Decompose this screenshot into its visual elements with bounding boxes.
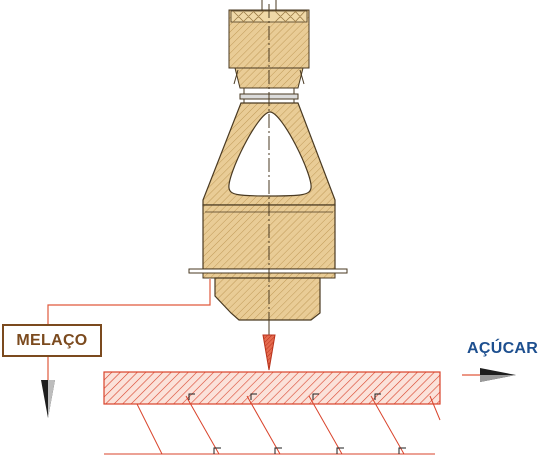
- screw-conveyor: [103, 371, 441, 455]
- melaco-line: [47, 279, 211, 380]
- down-arrow-icon: [41, 380, 55, 418]
- down-arrow-icon: [262, 320, 276, 371]
- acucar-label: AÇÚCAR: [467, 340, 539, 357]
- discharge-section: [188, 268, 348, 321]
- right-arrow-icon: [462, 368, 516, 382]
- melaco-label: MELAÇO: [2, 324, 102, 357]
